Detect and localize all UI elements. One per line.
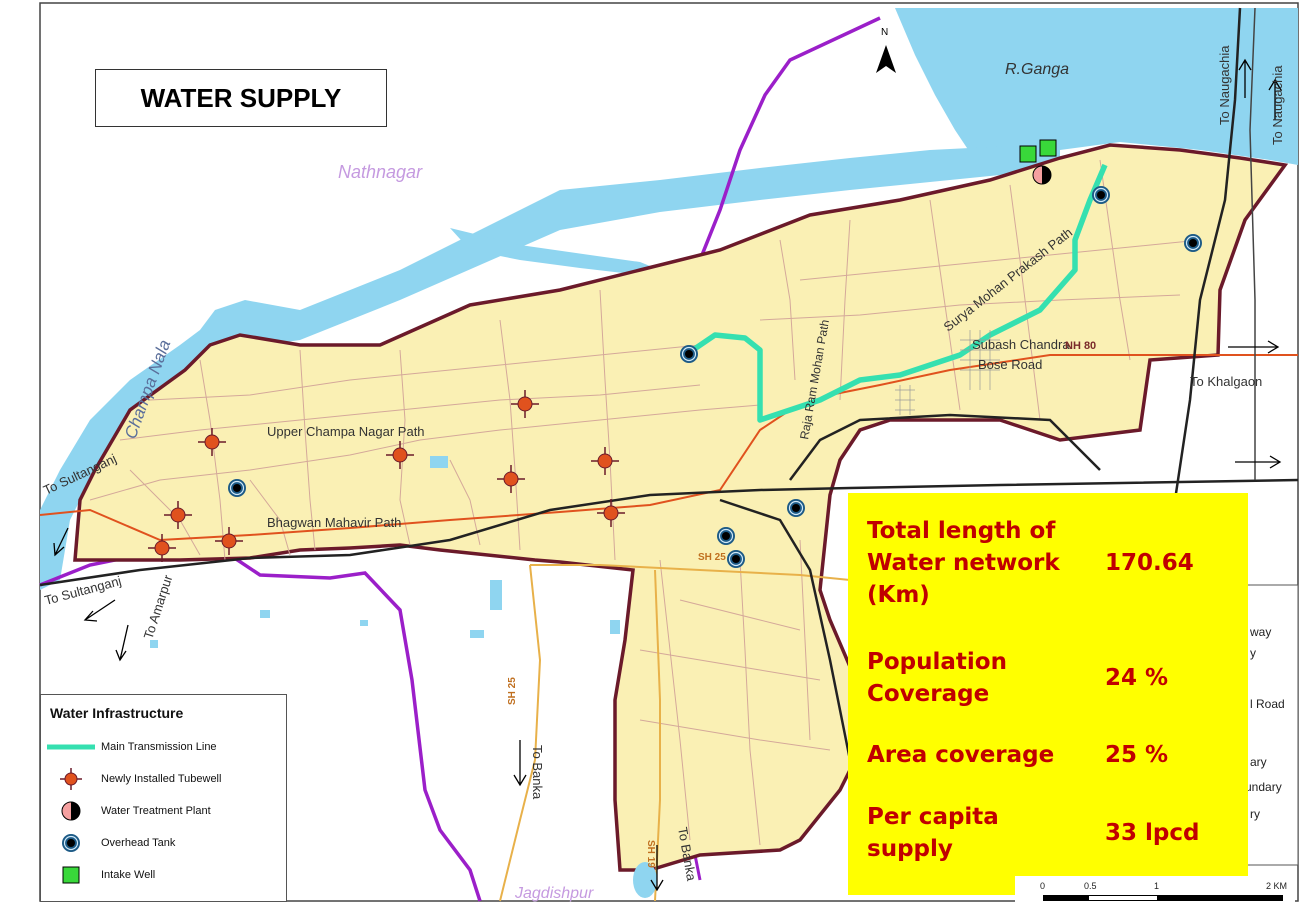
legend-label: Intake Well — [101, 869, 156, 881]
to-naugachia-label-1: To Naugachia — [1217, 45, 1232, 125]
stat-row: Per capita supply 33 lpcd — [848, 793, 1248, 873]
scale-tick: 1 — [1154, 881, 1160, 891]
river-branch — [450, 228, 660, 275]
scale-tick: 2 KM — [1266, 881, 1288, 891]
partial-legend-text: ary — [1250, 755, 1267, 769]
river-label: R.Ganga — [1005, 61, 1069, 78]
tubewells — [148, 390, 625, 562]
overhead-tank-icon — [717, 527, 735, 545]
stat-value: 33 lpcd — [1105, 820, 1200, 846]
nathnagar-label: Nathnagar — [338, 162, 423, 182]
direction-arrows — [53, 58, 1282, 892]
partial-legend-text: undary — [1245, 780, 1282, 794]
legend-label: Overhead Tank — [101, 837, 176, 849]
river-ganga — [895, 8, 1298, 168]
partial-legend-text: way — [1249, 625, 1271, 639]
town-boundary — [73, 143, 1289, 872]
overhead-tank-icon — [228, 479, 246, 497]
tubewell-icon — [386, 441, 414, 469]
sh-label: SH 25 — [698, 552, 726, 563]
overhead-tank-icon — [1092, 186, 1110, 204]
legend-label: Main Transmission Line — [101, 741, 217, 753]
scale-tick: 0.5 — [1084, 881, 1097, 891]
intake-well-icon — [1019, 145, 1037, 163]
overhead-tank-icon — [727, 550, 745, 568]
legend-label: Water Treatment Plant — [101, 805, 211, 817]
tubewell-icon — [511, 390, 539, 418]
railway-north — [1158, 7, 1242, 601]
to-banka-label-1: To Banka — [530, 745, 545, 800]
stat-label: Per capita supply — [867, 804, 999, 862]
tubewell-icon — [198, 428, 226, 456]
legend-row: Overhead Tank — [41, 831, 286, 855]
north-arrow-icon — [876, 45, 896, 73]
tubewell-icon — [41, 767, 101, 791]
tubewell-icon — [164, 501, 192, 529]
legend-row: Intake Well — [41, 863, 286, 887]
scale-bar: 0 0.5 1 2 KM — [1015, 876, 1295, 903]
stat-value: 25 % — [1105, 742, 1169, 768]
legend: Water Infrastructure Main Transmission L… — [40, 694, 287, 902]
stat-row: Area coverage 25 % — [848, 735, 1248, 775]
overhead-tank-icon — [1184, 234, 1202, 252]
subash-label-2: Bose Road — [978, 357, 1042, 372]
stat-label: Population Coverage — [867, 649, 1007, 707]
map-title: WATER SUPPLY — [95, 69, 387, 127]
legend-row: Newly Installed Tubewell — [41, 767, 286, 791]
stat-value: 170.64 — [1105, 550, 1194, 576]
overhead-tank-icon — [41, 831, 101, 855]
main-transmission-line — [688, 163, 1108, 423]
tubewell-icon — [591, 447, 619, 475]
treatment-plant-icon — [1032, 165, 1052, 185]
legend-title: Water Infrastructure — [50, 705, 184, 721]
legend-label: Newly Installed Tubewell — [101, 773, 222, 785]
to-naugachia-label-2: To Naugachia — [1270, 65, 1285, 145]
railway-loop — [789, 413, 1101, 481]
bhagwan-label: Bhagwan Mahavir Path — [267, 515, 401, 530]
sh19-label: SH 19 — [645, 840, 656, 868]
stat-label: Total length of Water network (Km) — [867, 518, 1060, 608]
road-to-naugachia — [1249, 7, 1256, 480]
nh80-label: NH 80 — [1065, 340, 1096, 352]
tubewell-icon — [497, 465, 525, 493]
water-bodies — [150, 456, 657, 898]
sh-connector-road — [530, 564, 851, 581]
transmission-line-icon — [41, 735, 101, 759]
stat-value: 24 % — [1105, 665, 1169, 691]
scale-segment — [1043, 895, 1088, 901]
intake-well-icon — [41, 863, 101, 887]
tubewell-icon — [148, 534, 176, 562]
legend-row: Water Treatment Plant — [41, 799, 286, 823]
stat-label: Area coverage — [867, 742, 1055, 768]
stats-panel: Total length of Water network (Km) 170.6… — [848, 493, 1248, 895]
railway-main — [39, 478, 1299, 587]
grid-blocks — [895, 330, 1000, 415]
to-khalgaon-label: To Khalgaon — [1190, 374, 1262, 389]
overhead-tank-icon — [680, 345, 698, 363]
sh25-road — [499, 564, 542, 902]
tubewell-icon — [215, 527, 243, 555]
overhead-tank-icon — [787, 499, 805, 517]
intake-well-icon — [1039, 139, 1057, 157]
legend-row: Main Transmission Line — [41, 735, 286, 759]
scale-segment — [1088, 895, 1158, 901]
overhead-tanks — [228, 186, 1202, 568]
partial-legend-text: ry — [1250, 807, 1260, 821]
subash-label-1: Subash Chandra — [972, 337, 1070, 352]
nh80-road — [39, 354, 1298, 542]
stat-row: Population Coverage 24 % — [848, 638, 1248, 718]
scale-tick: 0 — [1040, 881, 1046, 891]
jagdishpur-label: Jagdishpur — [514, 885, 594, 902]
sh25-label: SH 25 — [507, 677, 518, 705]
scale-segment — [1158, 895, 1283, 901]
upper-champa-label: Upper Champa Nagar Path — [267, 424, 425, 439]
partial-legend-text: y — [1250, 646, 1256, 660]
tubewell-icon — [597, 499, 625, 527]
partial-legend-text: l Road — [1250, 697, 1285, 711]
north-label: N — [881, 27, 888, 38]
stat-row: Total length of Water network (Km) 170.6… — [848, 507, 1248, 619]
treatment-plant-icon — [41, 799, 101, 823]
